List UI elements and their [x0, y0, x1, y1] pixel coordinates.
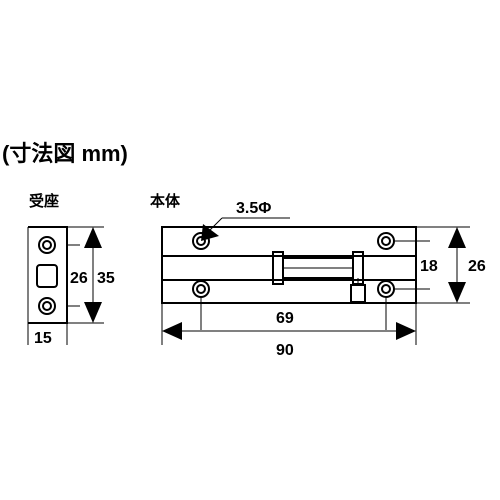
body-plate: [161, 226, 417, 304]
body-hole-top-left: [192, 232, 210, 250]
body-length-dimension: [162, 322, 416, 340]
body-dim-outer-height: 26: [468, 258, 486, 275]
receiver-bottom-hole: [38, 297, 56, 315]
body-hole-bottom-left-inner: [196, 284, 206, 294]
receiver-dim-outer: 35: [97, 270, 115, 287]
body-height-arrow-bottom: [448, 282, 466, 303]
body-hole-top-left-inner: [196, 236, 206, 246]
receiver-dim-arrow-top: [84, 227, 102, 248]
body-height-dimension: [448, 227, 466, 303]
body-length-arrow-left: [162, 322, 182, 340]
body-hole-top-right-inner: [381, 236, 391, 246]
receiver-strike-slot: [36, 264, 58, 288]
body-dim-length: 90: [276, 342, 294, 359]
body-height-arrow-top: [448, 227, 466, 248]
body-length-arrow-right: [396, 322, 416, 340]
body-dim-inner-height: 18: [420, 258, 438, 275]
body-dim-hole-span: 69: [276, 310, 294, 327]
hole-leader-diagonal: [208, 217, 223, 232]
receiver-dim-arrow-bottom: [84, 302, 102, 323]
body-label: 本体: [150, 192, 181, 210]
receiver-top-hole: [38, 236, 56, 254]
receiver-bottom-hole-inner: [42, 301, 52, 311]
body-hole-bottom-right-inner: [381, 284, 391, 294]
hole-diameter-callout: [201, 217, 290, 241]
receiver-top-hole-inner: [42, 240, 52, 250]
body-hole-top-right: [377, 232, 395, 250]
body-bolt-collar-left: [272, 251, 284, 285]
hole-leader-arrow: [201, 224, 219, 241]
body-bolt-knob: [350, 284, 366, 303]
receiver-dim-width: 15: [34, 330, 52, 347]
receiver-plate: [27, 226, 68, 324]
body-hole-bottom-left: [192, 280, 210, 298]
receiver-height-dimension: [67, 227, 102, 323]
receiver-plate-outline: [28, 226, 68, 324]
drawing-title: (寸法図 mm): [2, 141, 128, 166]
body-dim-hole: 3.5Φ: [236, 200, 271, 217]
body-hole-bottom-right: [377, 280, 395, 298]
receiver-label: 受座: [29, 192, 59, 210]
receiver-dim-inner: 26: [70, 270, 88, 287]
